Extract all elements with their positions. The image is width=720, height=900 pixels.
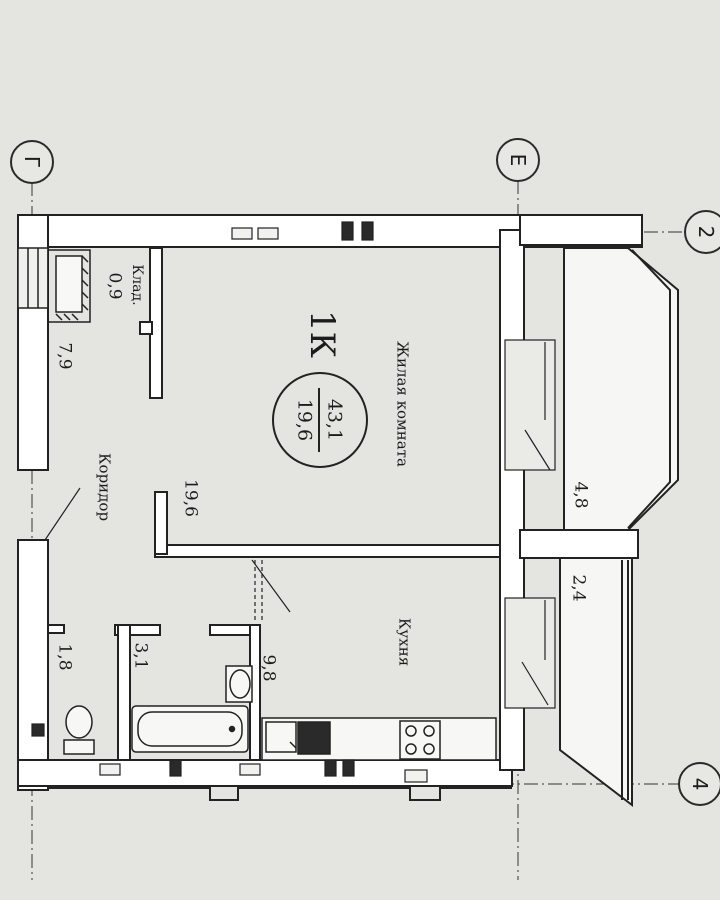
- corridor-area: 7,9: [54, 342, 75, 370]
- loggia-2-area: 2,4: [568, 574, 589, 602]
- axis-marker-g: Г: [10, 140, 54, 184]
- door-leaf-kitchen: [251, 559, 291, 613]
- area-badge: 43,1 19,6: [272, 372, 368, 468]
- kitchen-area: 9,8: [258, 654, 279, 682]
- living-area-value: 19,6: [293, 398, 316, 442]
- axis-marker-e: Е: [496, 138, 540, 182]
- door-leaf-corridor: [44, 487, 81, 541]
- stove: [399, 720, 441, 760]
- wall-bottom: [17, 759, 513, 787]
- axis-marker-4: 4: [678, 762, 720, 806]
- storage-name: Клад.: [129, 264, 145, 306]
- wall-loggia-top: [519, 214, 643, 246]
- wall-loggia-mid: [519, 529, 639, 559]
- toilet: [63, 705, 95, 755]
- storage-frame: [47, 249, 91, 323]
- bathtub: [131, 705, 249, 753]
- axis-label-4: 4: [688, 777, 712, 791]
- apartment-type-label: 1К: [302, 310, 342, 358]
- toilet-area: 1,8: [54, 643, 75, 671]
- axis-label-g: Г: [20, 155, 44, 169]
- sink: [225, 665, 253, 703]
- wall-bath-top: [114, 624, 161, 636]
- living-room-area: 19,6: [180, 479, 201, 517]
- door-living-balcony: [504, 339, 556, 471]
- loggia-lower: [559, 557, 633, 808]
- loggia-1-area: 4,8: [570, 481, 591, 509]
- wall-living-left: [154, 491, 168, 555]
- wall-living-bottom: [154, 544, 501, 558]
- kitchen-sink: [265, 721, 297, 753]
- corridor-name: Коридор: [95, 452, 114, 522]
- wall-storage-stub: [139, 321, 153, 335]
- window-left-1: [17, 247, 49, 309]
- wall-left-lower: [17, 539, 49, 791]
- storage-area: 0,9: [104, 272, 125, 300]
- living-room-name: Жилая комната: [393, 341, 412, 467]
- loggia-upper: [563, 247, 679, 531]
- total-area-value: 43,1: [323, 398, 346, 442]
- door-kitchen-balcony: [504, 597, 556, 709]
- kitchen-counter: [261, 717, 497, 761]
- axis-marker-2: 2: [684, 210, 720, 254]
- axis-label-e: Е: [506, 153, 530, 167]
- kitchen-name: Кухня: [395, 617, 414, 667]
- wall-bath-left: [117, 624, 131, 761]
- boiler: [297, 721, 331, 755]
- wall-wc: [47, 624, 65, 634]
- bathroom-area: 3,1: [130, 642, 151, 670]
- axis-label-2: 2: [694, 225, 718, 239]
